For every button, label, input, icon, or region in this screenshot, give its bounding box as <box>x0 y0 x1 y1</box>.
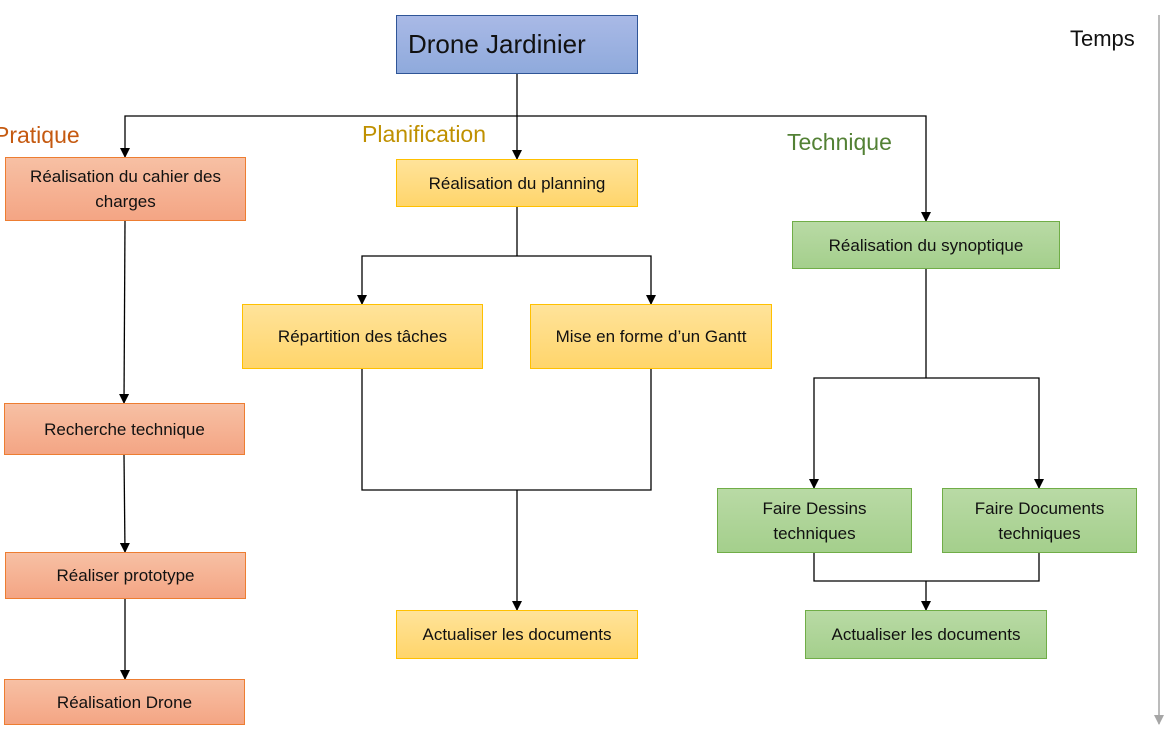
node-realisation-synoptique: Réalisation du synoptique <box>792 221 1060 269</box>
node-realisation-synoptique-label: Réalisation du synoptique <box>828 235 1024 255</box>
node-actualiser-documents-technique-label: Actualiser les documents <box>831 625 1021 644</box>
node-gantt: Mise en forme d’un Gantt <box>530 304 772 369</box>
time-axis-label: Temps <box>1070 26 1135 51</box>
branch-label-pratique: Pratique <box>0 122 80 148</box>
node-realiser-prototype-label: Réaliser prototype <box>56 566 195 585</box>
connector-synoptique-to-documents <box>926 377 1044 489</box>
node-actualiser-documents-technique: Actualiser les documents <box>805 610 1047 659</box>
node-recherche-technique: Recherche technique <box>4 403 245 455</box>
node-faire-dessins-techniques-label: Faire Dessins techniques <box>762 498 867 543</box>
root-node: Drone Jardinier <box>396 15 638 74</box>
node-cahier-des-charges: Réalisation du cahier des charges <box>5 157 246 221</box>
root-node-label: Drone Jardinier <box>408 29 586 59</box>
connector-planning-to-gantt <box>517 255 656 305</box>
node-realisation-drone: Réalisation Drone <box>4 679 245 725</box>
branch-label-technique: Technique <box>787 129 892 155</box>
connector-planning-to-repartition <box>357 255 517 305</box>
node-realisation-planning-label: Réalisation du planning <box>428 173 606 193</box>
connector-repartition-down <box>361 369 652 491</box>
node-gantt-label: Mise en forme d’un Gantt <box>555 327 747 346</box>
branch-label-planification: Planification <box>362 121 487 147</box>
node-faire-documents-techniques-label: Faire Documents techniques <box>974 498 1105 543</box>
node-faire-documents-techniques: Faire Documents techniques <box>942 488 1137 553</box>
connector-root-to-technique <box>517 115 931 222</box>
node-realiser-prototype: Réaliser prototype <box>5 552 246 599</box>
node-realisation-drone-label: Réalisation Drone <box>56 692 193 712</box>
node-cahier-des-charges-label: Réalisation du cahier des charges <box>30 167 221 211</box>
connector-dessins-documents-merge <box>813 553 1040 582</box>
node-recherche-technique-label: Recherche technique <box>44 419 205 439</box>
connector-root-to-pratique <box>120 115 517 158</box>
connector-synoptique-to-dessins <box>809 377 926 489</box>
node-faire-dessins-techniques: Faire Dessins techniques <box>717 488 912 553</box>
node-actualiser-documents-planification: Actualiser les documents <box>396 610 638 659</box>
node-repartition-taches: Répartition des tâches <box>242 304 483 369</box>
node-realisation-planning: Réalisation du planning <box>396 159 638 207</box>
connector-cahier-to-recherche <box>119 220 130 404</box>
node-repartition-taches-label: Répartition des tâches <box>277 327 448 346</box>
connector-recherche-to-prototype <box>119 454 130 553</box>
node-actualiser-documents-planification-label: Actualiser les documents <box>422 625 612 644</box>
